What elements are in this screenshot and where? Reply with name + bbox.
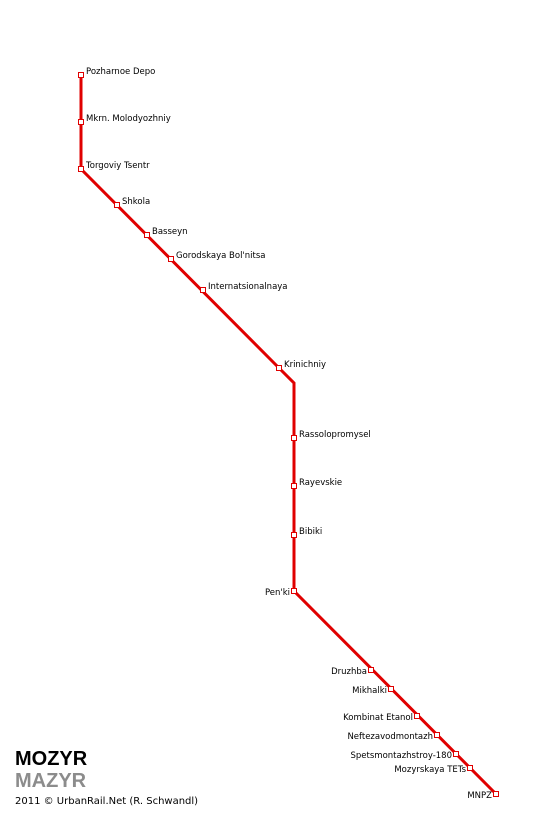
station-label-bibiki: Bibiki xyxy=(299,527,322,537)
map-credit: 2011 © UrbanRail.Net (R. Schwandl) xyxy=(15,796,199,807)
station-label-torgoviy-tsentr: Torgoviy Tsentr xyxy=(85,161,150,171)
station-marker-pozharnoe-depo xyxy=(78,72,84,78)
station-marker-druzhba xyxy=(368,667,374,673)
station-label-gorodskaya-bol-nitsa: Gorodskaya Bol'nitsa xyxy=(176,251,266,261)
station-marker-neftezavodmontazh xyxy=(434,732,440,738)
station-marker-gorodskaya-bol-nitsa xyxy=(168,256,174,262)
tram-route-line xyxy=(79,75,498,796)
station-marker-kombinat-etanol xyxy=(414,713,420,719)
station-label-neftezavodmontazh: Neftezavodmontazh xyxy=(347,732,433,742)
station-label-krinichniy: Krinichniy xyxy=(284,360,326,370)
station-marker-mkrn-molodyozhniy xyxy=(78,119,84,125)
station-label-shkola: Shkola xyxy=(122,197,150,207)
station-marker-bibiki xyxy=(291,532,297,538)
station-label-rayevskie: Rayevskie xyxy=(299,478,342,488)
station-label-basseyn: Basseyn xyxy=(152,227,188,237)
station-label-internatsionalnaya: Internatsionalnaya xyxy=(208,282,288,292)
map-title-alt: MAZYR xyxy=(15,770,87,792)
station-label-mnpz: MNPZ xyxy=(467,791,492,801)
station-marker-internatsionalnaya xyxy=(200,287,206,293)
station-marker-basseyn xyxy=(144,232,150,238)
station-marker-shkola xyxy=(114,202,120,208)
station-label-pen-ki: Pen'ki xyxy=(265,588,290,598)
station-marker-mnpz xyxy=(493,791,499,797)
station-marker-krinichniy xyxy=(276,365,282,371)
station-marker-spetsmontazhstroy-180 xyxy=(453,751,459,757)
station-marker-rassolopromysel xyxy=(291,435,297,441)
station-label-druzhba: Druzhba xyxy=(331,667,367,677)
station-marker-rayevskie xyxy=(291,483,297,489)
station-label-mikhalki: Mikhalki xyxy=(352,686,387,696)
station-marker-pen-ki xyxy=(291,588,297,594)
station-marker-mikhalki xyxy=(388,686,394,692)
station-label-pozharnoe-depo: Pozharnoe Depo xyxy=(86,67,155,77)
station-label-rassolopromysel: Rassolopromysel xyxy=(299,430,371,440)
map-title: MOZYR xyxy=(15,748,88,770)
station-label-mozyrskaya-tets: Mozyrskaya TETs xyxy=(394,765,466,775)
station-label-kombinat-etanol: Kombinat Etanol xyxy=(343,713,413,723)
station-label-mkrn-molodyozhniy: Mkrn. Molodyozhniy xyxy=(86,114,171,124)
station-marker-torgoviy-tsentr xyxy=(78,166,84,172)
station-marker-mozyrskaya-tets xyxy=(467,765,473,771)
station-label-spetsmontazhstroy-180: Spetsmontazhstroy-180 xyxy=(351,751,452,761)
